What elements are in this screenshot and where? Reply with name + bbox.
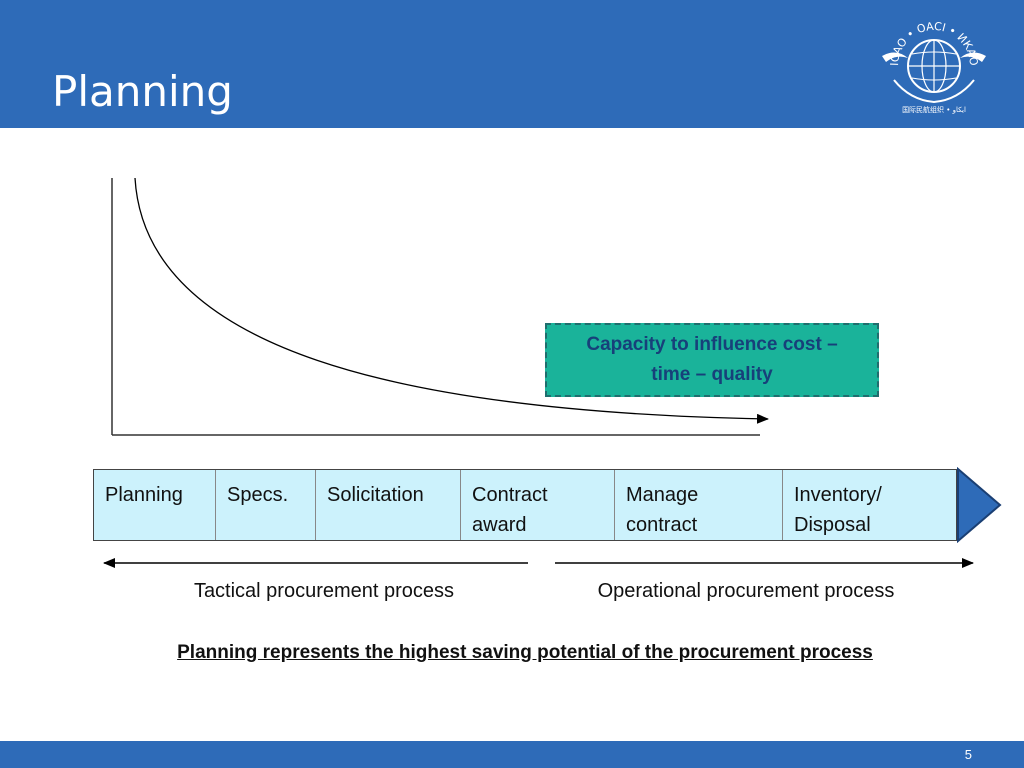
conclusion-text: Planning represents the highest saving p…: [177, 642, 873, 663]
footer-bar: 5: [0, 741, 1024, 768]
process-step-manage-contract: Manage contract: [615, 470, 783, 540]
tactical-process-label: Tactical procurement process: [193, 580, 455, 602]
page-number: 5: [964, 747, 972, 762]
slide-title: Planning: [52, 67, 233, 116]
process-step-contract-award: Contract award: [461, 470, 615, 540]
process-step-solicitation: Solicitation: [316, 470, 461, 540]
process-step-planning: Planning: [94, 470, 216, 540]
callout-line-1: Capacity to influence cost –: [586, 334, 838, 355]
process-step-inventory-disposal: Inventory/ Disposal: [794, 484, 882, 536]
operational-process-label: Operational procurement process: [597, 580, 895, 602]
process-step-specs: Specs.: [216, 470, 316, 540]
header-bar: [0, 0, 1024, 128]
procurement-process-table: Planning Specs. Solicitation Contract aw…: [93, 469, 957, 541]
influence-callout: Capacity to influence cost – time – qual…: [545, 323, 879, 397]
logo-bottom-text: 国际民航组织 • ايكاو: [902, 105, 966, 114]
process-arrow-head: [957, 467, 1002, 543]
callout-line-2: time – quality: [651, 364, 773, 385]
icao-emblem-icon: ICAO • OACI • ИКАО 国际民航组织 • ايكاو: [882, 20, 986, 114]
